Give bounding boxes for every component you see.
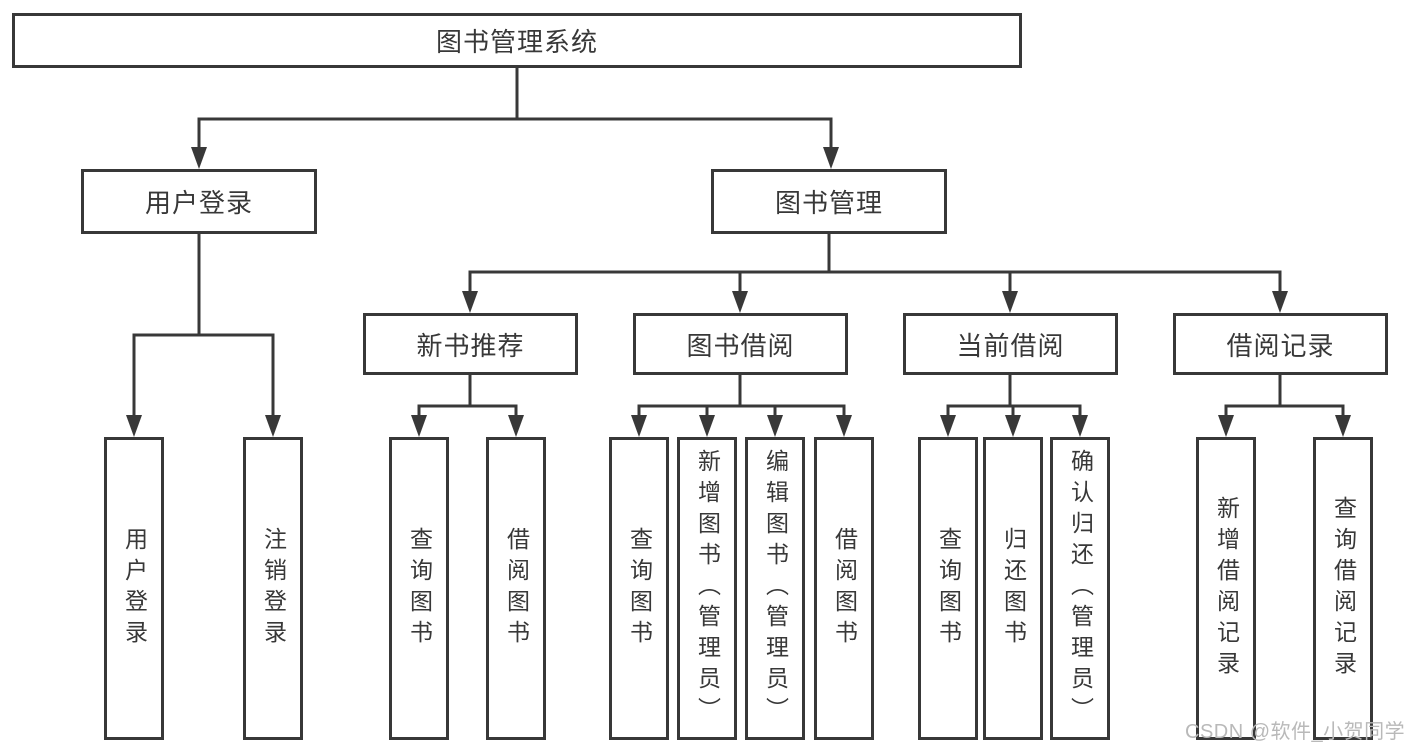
watermark: CSDN @软件_小贺同学 bbox=[1185, 721, 1405, 743]
leaf-rec-query-books: 查询图书 bbox=[389, 437, 449, 740]
leaf-user-login: 用户登录 bbox=[104, 437, 164, 740]
node-book-management: 图书管理 bbox=[711, 169, 947, 234]
leaf-br-add-record-label: 新增借阅记录 bbox=[1213, 495, 1240, 682]
node-new-book-recommend: 新书推荐 bbox=[363, 313, 578, 375]
leaf-cb-query-books-label: 查询图书 bbox=[935, 526, 962, 651]
leaf-logout: 注销登录 bbox=[243, 437, 303, 740]
leaf-bb-add-books-admin-label: 新增图书（管理员） bbox=[694, 449, 721, 728]
leaf-cb-confirm-return-admin-label: 确认归还（管理员） bbox=[1067, 449, 1094, 728]
leaf-bb-query-books: 查询图书 bbox=[609, 437, 669, 740]
node-book-borrowing-label: 图书借阅 bbox=[686, 330, 795, 361]
leaf-bb-add-books-admin: 新增图书（管理员） bbox=[677, 437, 737, 740]
node-book-borrowing: 图书借阅 bbox=[633, 313, 848, 375]
node-current-borrowing: 当前借阅 bbox=[903, 313, 1118, 375]
leaf-logout-label: 注销登录 bbox=[260, 526, 287, 651]
node-root-label: 图书管理系统 bbox=[435, 27, 598, 57]
leaf-rec-borrow-books-label: 借阅图书 bbox=[503, 526, 530, 651]
leaf-bb-edit-books-admin-label: 编辑图书（管理员） bbox=[762, 449, 789, 728]
node-borrowing-records-label: 借阅记录 bbox=[1226, 330, 1335, 361]
node-user-login: 用户登录 bbox=[81, 169, 317, 234]
leaf-rec-query-books-label: 查询图书 bbox=[406, 526, 433, 651]
node-current-borrowing-label: 当前借阅 bbox=[956, 330, 1065, 361]
leaf-cb-confirm-return-admin: 确认归还（管理员） bbox=[1050, 437, 1110, 740]
leaf-bb-query-books-label: 查询图书 bbox=[626, 526, 653, 651]
leaf-cb-return-books: 归还图书 bbox=[983, 437, 1043, 740]
leaf-br-add-record: 新增借阅记录 bbox=[1196, 437, 1256, 740]
leaf-user-login-label: 用户登录 bbox=[121, 526, 148, 651]
leaf-cb-return-books-label: 归还图书 bbox=[1000, 526, 1027, 651]
leaf-bb-edit-books-admin: 编辑图书（管理员） bbox=[745, 437, 805, 740]
leaf-cb-query-books: 查询图书 bbox=[918, 437, 978, 740]
node-user-login-label: 用户登录 bbox=[144, 188, 253, 218]
leaf-rec-borrow-books: 借阅图书 bbox=[486, 437, 546, 740]
node-root: 图书管理系统 bbox=[12, 13, 1022, 68]
leaf-br-query-record-label: 查询借阅记录 bbox=[1330, 495, 1357, 682]
node-borrowing-records: 借阅记录 bbox=[1173, 313, 1388, 375]
leaf-br-query-record: 查询借阅记录 bbox=[1313, 437, 1373, 740]
node-book-management-label: 图书管理 bbox=[774, 188, 883, 218]
leaf-bb-borrow-books: 借阅图书 bbox=[814, 437, 874, 740]
node-new-book-recommend-label: 新书推荐 bbox=[416, 330, 525, 361]
leaf-bb-borrow-books-label: 借阅图书 bbox=[831, 526, 858, 651]
